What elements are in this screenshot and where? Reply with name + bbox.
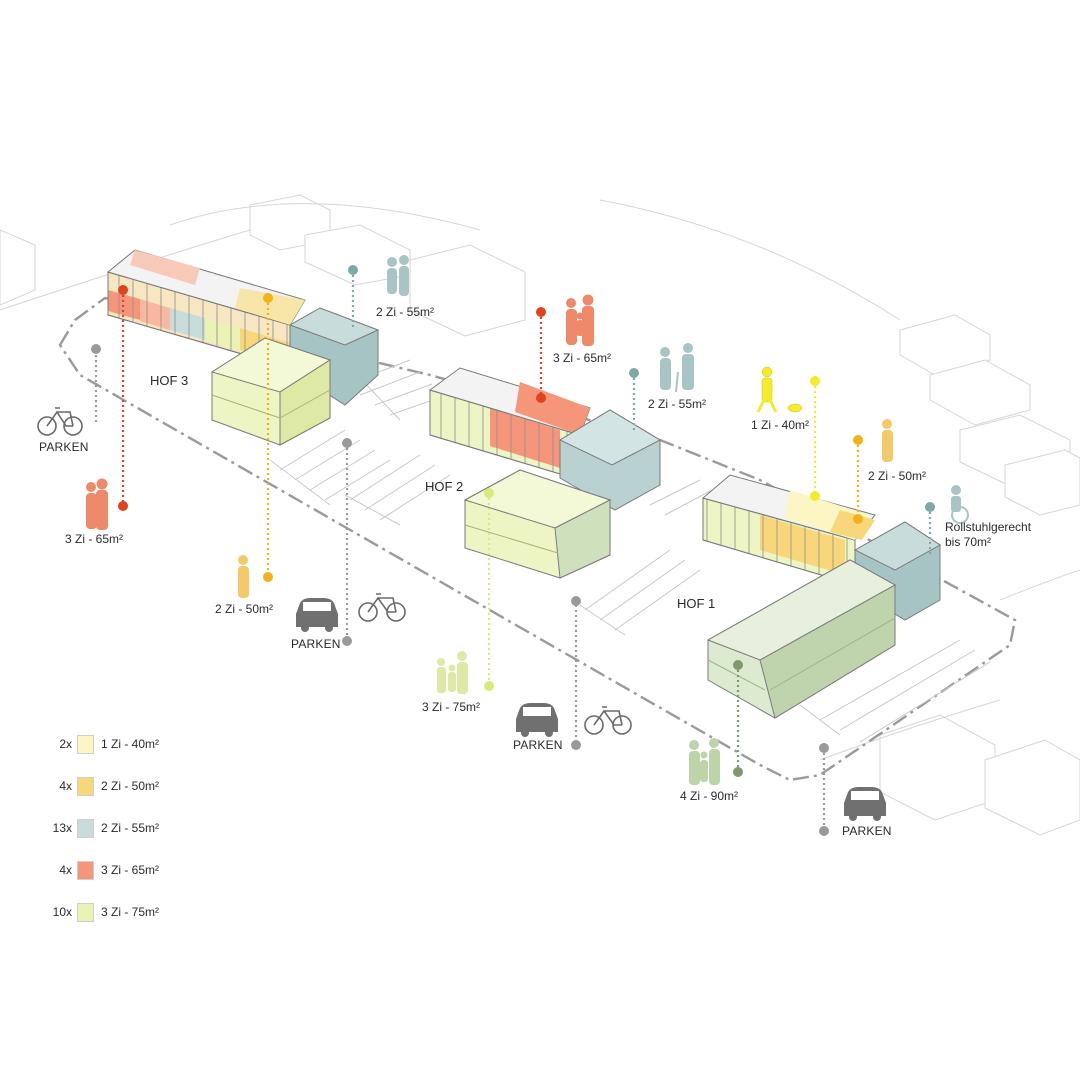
legend-swatch <box>77 777 94 796</box>
legend-swatch <box>77 819 94 838</box>
legend-count: 2x <box>59 737 72 751</box>
legend-swatch <box>77 903 94 922</box>
hof3-buildings <box>106 249 380 446</box>
car-icon <box>296 598 338 632</box>
parking-stalls <box>269 359 991 743</box>
car-icon <box>516 703 558 737</box>
context-buildings <box>0 194 1080 836</box>
callout-lines <box>94 270 932 830</box>
hof1-buildings <box>701 474 941 719</box>
legend-count: 10x <box>52 905 72 919</box>
callout-label: 1 Zi - 40m² <box>751 418 810 432</box>
person-single-icon <box>238 555 249 598</box>
callout-label: 2 Zi - 55m² <box>376 305 435 319</box>
legend-label: 2 Zi - 50m² <box>101 779 160 793</box>
callout-label: 2 Zi - 55m² <box>648 397 707 411</box>
car-icon <box>844 787 886 821</box>
legend-label: 3 Zi - 75m² <box>101 905 160 919</box>
legend-count: 4x <box>59 779 72 793</box>
callout-label: 4 Zi - 90m² <box>680 789 739 803</box>
callout-dots <box>91 265 935 836</box>
legend-label: 2 Zi - 55m² <box>101 821 160 835</box>
parking-label: PARKEN <box>291 637 341 651</box>
people-family-icon <box>437 651 468 694</box>
court-label-hof1: HOF 1 <box>677 596 716 611</box>
callout-label: 2 Zi - 50m² <box>868 469 927 483</box>
bicycle-icon <box>584 706 632 735</box>
site-boundary <box>58 296 1017 782</box>
callout-label: 2 Zi - 50m² <box>215 602 274 616</box>
unit-legend: 2x 1 Zi - 40m² 4x 2 Zi - 50m² 13x 2 Zi -… <box>0 735 220 935</box>
legend-row: 10x 3 Zi - 75m² <box>0 903 200 925</box>
legend-label: 3 Zi - 65m² <box>101 863 160 877</box>
callout-label: Rollstuhlgerecht <box>945 520 1032 534</box>
wheelchair-icon <box>951 485 969 524</box>
person-single-icon <box>882 419 893 462</box>
callout-label: 3 Zi - 65m² <box>553 351 612 365</box>
callout-label: 3 Zi - 65m² <box>65 532 124 546</box>
legend-row: 13x 2 Zi - 55m² <box>0 819 200 841</box>
legend-label: 1 Zi - 40m² <box>101 737 160 751</box>
people-couple-icon <box>387 255 409 296</box>
parking-label: PARKEN <box>513 738 563 752</box>
person-walking-dog-icon <box>756 366 803 413</box>
legend-row: 4x 2 Zi - 50m² <box>0 777 200 799</box>
parking-label: PARKEN <box>39 440 89 454</box>
people-family-icon <box>566 294 594 346</box>
callout-label: bis 70m² <box>945 535 992 549</box>
legend-count: 13x <box>52 821 72 835</box>
parking-label: PARKEN <box>842 824 892 838</box>
legend-count: 4x <box>59 863 72 877</box>
legend-swatch <box>77 735 94 754</box>
people-seniors-icon <box>660 343 694 393</box>
court-label-hof2: HOF 2 <box>425 479 464 494</box>
people-large-family-icon <box>689 738 720 785</box>
legend-row: 2x 1 Zi - 40m² <box>0 735 200 757</box>
bicycle-icon <box>358 593 406 622</box>
bicycle-icon <box>37 407 83 436</box>
court-label-hof3: HOF 3 <box>150 373 189 388</box>
legend-swatch <box>77 861 94 880</box>
legend-row: 4x 3 Zi - 65m² <box>0 861 200 883</box>
callout-label: 3 Zi - 75m² <box>422 700 481 714</box>
people-family-icon <box>86 478 108 530</box>
hof2-buildings <box>428 367 662 579</box>
